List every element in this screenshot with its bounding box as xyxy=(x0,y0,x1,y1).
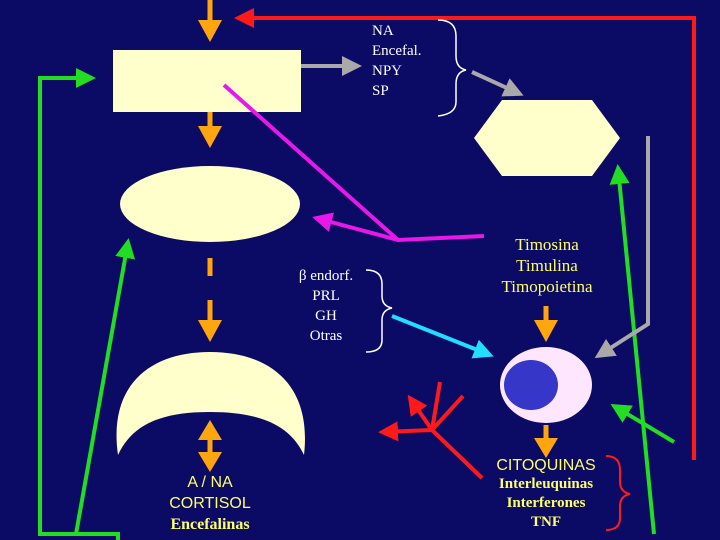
brace-mediators xyxy=(437,19,467,117)
brace-pituitary xyxy=(365,269,393,353)
thymic-timosina: Timosina xyxy=(515,235,579,254)
thymus-hexagon xyxy=(474,100,620,176)
immune-outputs-list: CITOQUINAS Interleuquinas Interferones T… xyxy=(476,456,616,532)
pituitary-hormones-list: β endorf. PRL GH Otras xyxy=(283,266,369,346)
mediator-sp: SP xyxy=(372,83,389,99)
green-arrow-to-thymus xyxy=(609,164,656,535)
immune-cell-nucleus xyxy=(504,360,558,410)
red-branch-left xyxy=(378,421,433,442)
hormone-otras: Otras xyxy=(309,328,343,344)
hormone-prl: PRL xyxy=(312,288,340,304)
adrenal-encefalinas: Encefalinas xyxy=(170,516,250,533)
pituitary-ellipse xyxy=(120,166,300,242)
hormone-beta-endorphin: β endorf. xyxy=(298,268,354,284)
hormone-gh: GH xyxy=(315,308,337,324)
thymic-timulina: Timulina xyxy=(516,256,578,275)
thymic-hormones-list: Timosina Timulina Timopoietina xyxy=(472,234,622,297)
orange-arrowhead-top xyxy=(198,20,222,42)
orange-arrowhead-hypo-pit xyxy=(198,126,222,148)
green-arrow-to-cell xyxy=(610,403,676,444)
red-branch-up-right xyxy=(430,394,465,432)
immune-interferones: Interferones xyxy=(506,495,586,511)
magenta-arrow-to-pituitary xyxy=(312,212,399,242)
brace-immune xyxy=(605,455,631,531)
adrenal-crescent xyxy=(116,352,305,455)
mediator-npy: NPY xyxy=(372,63,403,79)
red-branch-up-left xyxy=(407,394,434,432)
immune-citoquinas: CITOQUINAS xyxy=(496,457,596,474)
thymic-timopoietina: Timopoietina xyxy=(501,277,593,296)
adrenal-cortisol: CORTISOL xyxy=(169,495,251,512)
green-arrow-to-pituitary xyxy=(74,238,136,535)
orange-arrowhead-pit-adrenal xyxy=(198,320,222,342)
mediator-na: NA xyxy=(372,23,394,39)
green-feedback-left xyxy=(38,68,120,540)
immune-tnf: TNF xyxy=(531,514,561,530)
orange-arrowhead-adrenal-down xyxy=(198,452,222,472)
gray-arrow-to-cell xyxy=(594,136,650,359)
orange-arrowhead-adrenal-up xyxy=(198,420,222,440)
orange-arrowhead-cell-out xyxy=(534,438,558,458)
gray-arrow-to-thymus xyxy=(471,70,524,97)
orange-arrowhead-thymus-cell xyxy=(534,320,558,342)
adrenal-outputs-list: A / NA CORTISOL Encefalinas xyxy=(140,472,280,535)
adrenal-a-na: A / NA xyxy=(187,474,233,491)
cyan-arrow-to-cell xyxy=(391,314,494,359)
neuro-mediators-list: NA Encefal. NPY SP xyxy=(372,21,422,101)
mediator-encefal: Encefal. xyxy=(372,43,422,59)
red-branch-mid xyxy=(430,381,442,431)
immune-interleuquinas: Interleuquinas xyxy=(498,476,594,492)
red-branch-to-output xyxy=(430,428,484,480)
red-feedback-line xyxy=(234,8,696,460)
hypothalamus-box xyxy=(113,50,301,112)
